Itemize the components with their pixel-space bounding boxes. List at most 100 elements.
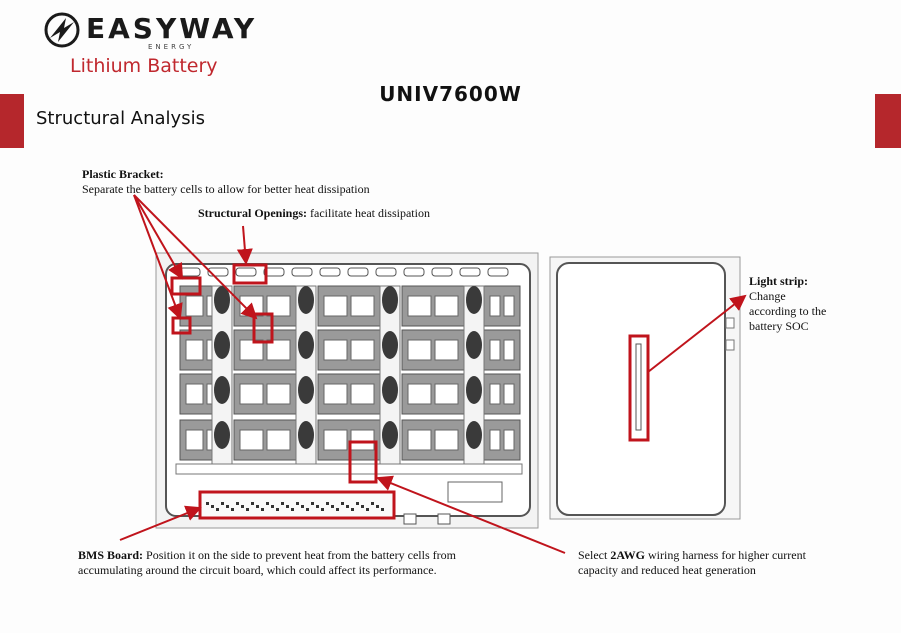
cell-terminal-tab [407,295,432,317]
battery-cell-grid [175,285,523,475]
bracket-vent-hole [382,421,398,449]
arrow-bms-board [119,505,202,541]
light-strip [635,343,642,431]
vent-slot [179,267,201,277]
light-strip-line3: battery SOC [749,319,809,333]
cell-terminal-tab [323,383,348,405]
bms-components [206,502,384,511]
cell-terminal-tab [503,339,515,361]
bracket-vent-hole [214,421,230,449]
bracket-vent-hole [298,376,314,404]
structural-openings-note: Structural Openings: facilitate heat dis… [198,206,430,221]
highlight-bracket-middle [252,312,274,344]
bms-component [331,505,334,508]
bms-component [311,502,314,505]
bracket-vent-hole [298,286,314,314]
cell-terminal-tab [266,339,291,361]
bms-component [246,508,249,511]
plastic-bracket-label: Plastic Bracket: [82,167,164,181]
highlight-structural-opening [232,263,268,285]
bracket-vent-hole [466,421,482,449]
bms-component [271,505,274,508]
bms-component [266,502,269,505]
cell-terminal-tab [266,383,291,405]
cell-terminal-tab [350,295,375,317]
bms-board-note: BMS Board: Position it on the side to pr… [78,548,456,578]
cell-terminal-tab [434,429,459,451]
vent-slot [291,267,313,277]
page-title: UNIV7600W [379,82,522,106]
vent-slot [487,267,509,277]
bms-component [221,502,224,505]
battery-cell [483,329,521,371]
bms-component [326,502,329,505]
cell-terminal-tab [434,383,459,405]
bms-component [291,508,294,511]
bracket-vent-hole [382,331,398,359]
cell-terminal-tab [185,429,204,451]
cell-terminal-tab [185,383,204,405]
cell-terminal-tab [239,429,264,451]
bracket-vent-hole [214,286,230,314]
brand-name: EASYWAY [86,12,258,45]
bracket-vent-hole [214,331,230,359]
light-strip-note: Light strip: Change according to the bat… [749,274,826,334]
cell-terminal-tab [434,339,459,361]
highlight-light-strip [628,334,650,442]
left-accent-bar [0,94,24,148]
cell-terminal-tab [503,383,515,405]
bms-component [336,508,339,511]
cell-terminal-tab [407,429,432,451]
arrow-bracket-middle [133,194,258,320]
bms-board-text: Position it on the side to prevent heat … [143,548,456,562]
bracket-vent-hole [298,421,314,449]
cell-terminal-tab [503,295,515,317]
bms-component [251,502,254,505]
plastic-bracket-note: Plastic Bracket: Separate the battery ce… [82,167,370,197]
bracket-vent-hole [466,376,482,404]
easyway-logo-icon [44,12,80,48]
highlight-bracket-top [170,276,202,296]
section-title: Structural Analysis [36,108,205,129]
vent-slot [459,267,481,277]
bms-component [341,502,344,505]
top-vent-openings [179,267,509,277]
bms-component [216,508,219,511]
structural-openings-text: facilitate heat dissipation [307,206,430,220]
terminal-block [447,481,503,503]
cell-terminal-tab [239,383,264,405]
bracket-vent-hole [298,331,314,359]
side-clip-bottom [725,339,735,351]
bms-component [296,502,299,505]
cell-terminal-tab [323,295,348,317]
cell-terminal-tab [489,383,501,405]
bracket-vent-hole [214,376,230,404]
bms-component [321,508,324,511]
tagline: Lithium Battery [70,55,218,77]
bracket-vent-hole [382,286,398,314]
right-accent-bar [875,94,901,148]
cell-terminal-tab [266,429,291,451]
cell-terminal-tab [185,295,204,317]
light-strip-line2: according to the [749,304,827,318]
cell-terminal-tab [323,429,348,451]
bms-connector-right [437,513,451,525]
cell-terminal-tab [323,339,348,361]
bms-component [231,508,234,511]
bms-component [281,502,284,505]
bms-component [276,508,279,511]
highlight-wiring-terminal [348,440,378,484]
brand-subtitle: ENERGY [148,43,195,51]
battery-cell [483,419,521,461]
bracket-vent-hole [466,331,482,359]
plastic-bracket-text: Separate the battery cells to allow for … [82,182,370,196]
bms-component [381,508,384,511]
wiring-note: Select 2AWG wiring harness for higher cu… [578,548,806,578]
bms-component [286,505,289,508]
bms-component [301,505,304,508]
arrow-bracket-side [133,194,183,320]
cell-terminal-tab [350,383,375,405]
arrow-structural-opening [236,225,253,265]
bracket-vent-hole [466,286,482,314]
